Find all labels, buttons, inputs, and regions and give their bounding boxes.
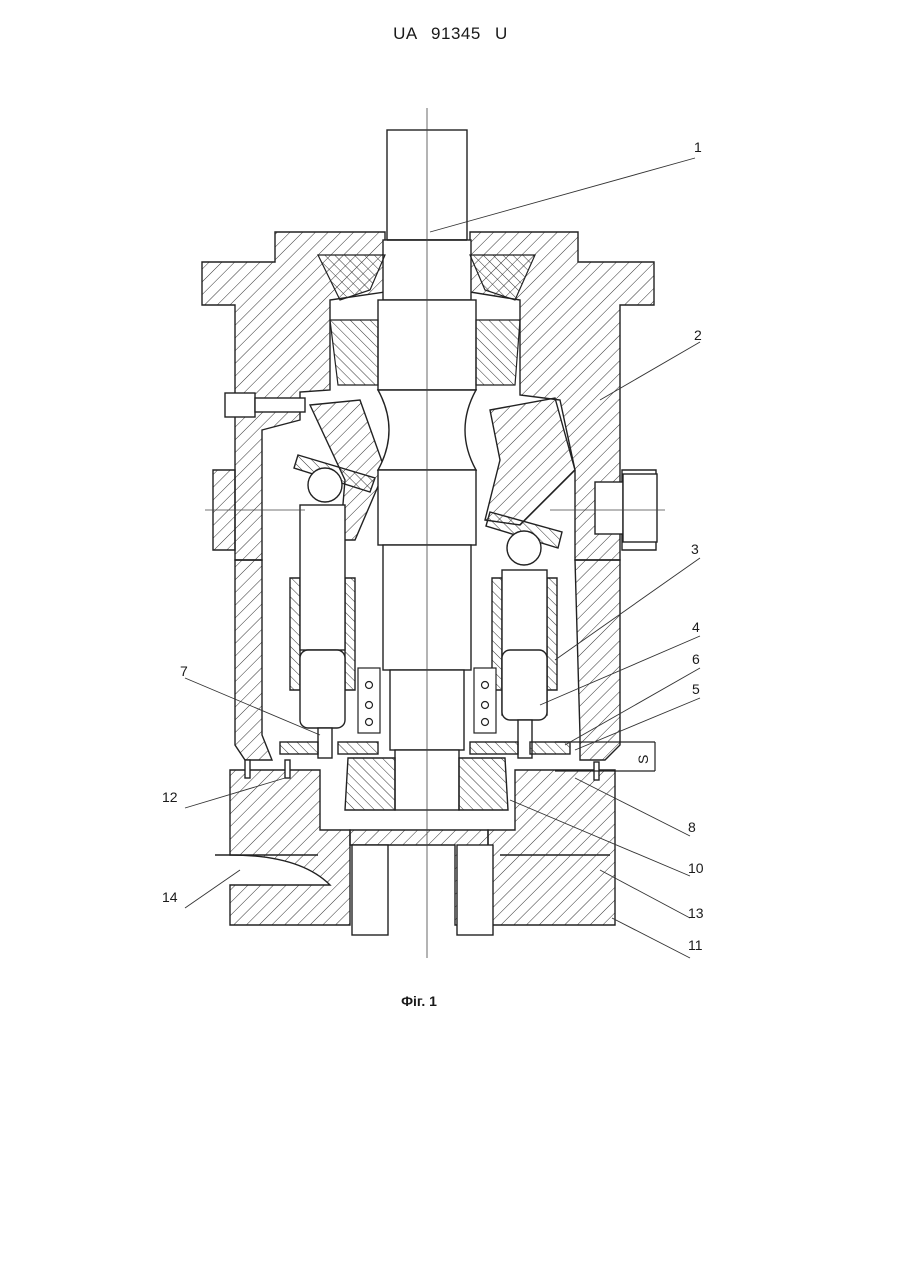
callout-7: 7 — [180, 663, 188, 679]
callout-5: 5 — [692, 681, 700, 697]
callout-4: 4 — [692, 619, 700, 635]
callout-10: 10 — [688, 860, 704, 876]
callout-11: 11 — [688, 937, 703, 953]
callout-2: 2 — [694, 327, 702, 343]
figure-caption: Фіг. 1 — [0, 993, 838, 1009]
callout-14: 14 — [162, 889, 178, 905]
callout-3: 3 — [691, 541, 699, 557]
callout-8: 8 — [688, 819, 696, 835]
callout-1: 1 — [694, 139, 702, 155]
callout-6: 6 — [692, 651, 700, 667]
callout-13: 13 — [688, 905, 704, 921]
callout-12: 12 — [162, 789, 178, 805]
dimension-s-label: S — [635, 755, 651, 764]
